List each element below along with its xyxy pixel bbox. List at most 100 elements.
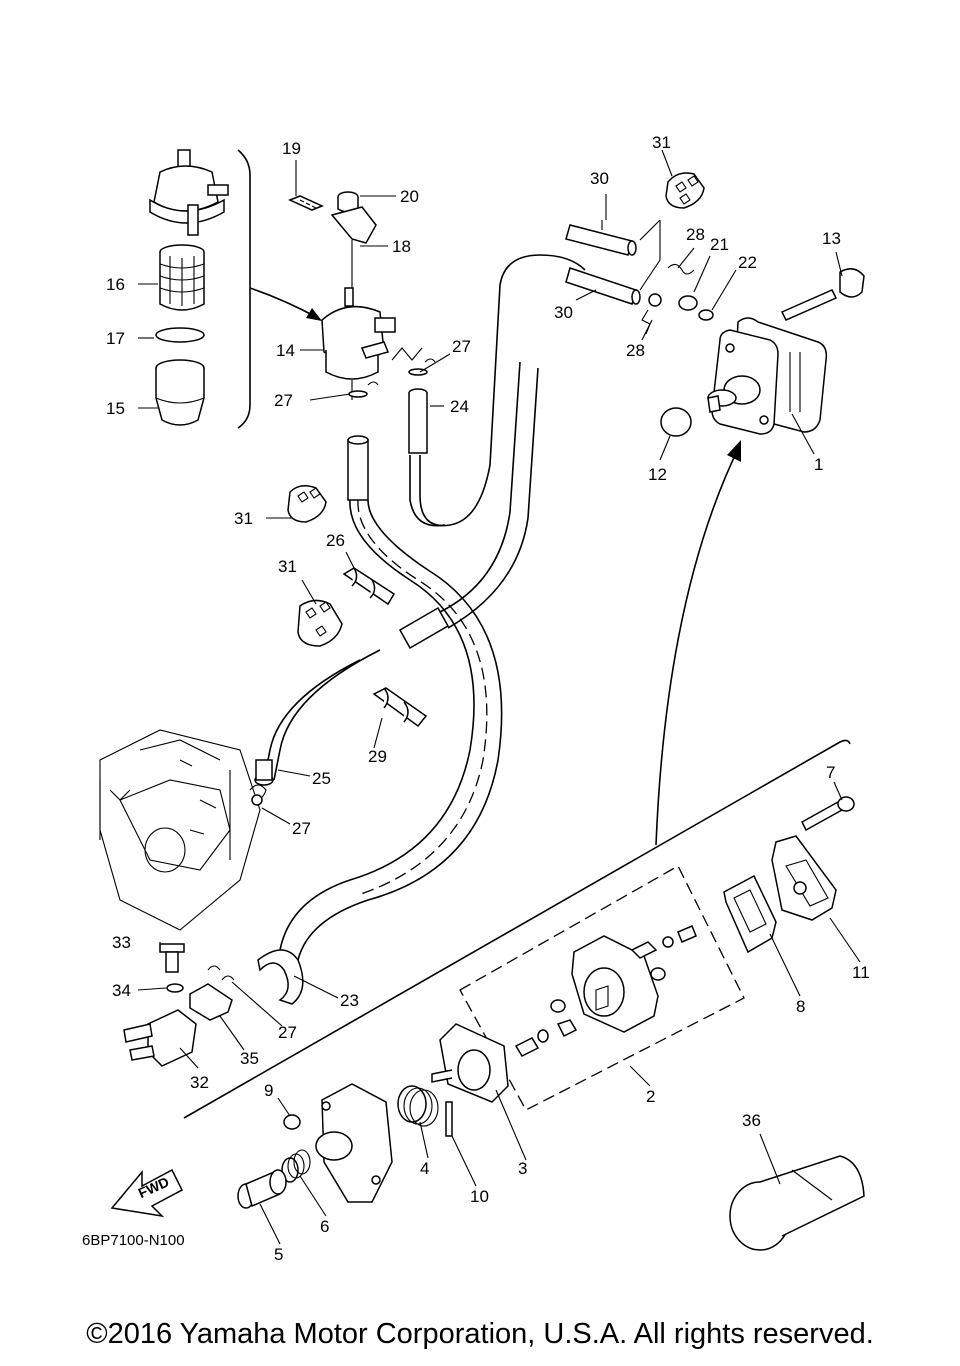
o-ring-17 — [155, 327, 205, 343]
inset-arrow — [249, 287, 319, 319]
clamp-29 — [372, 687, 428, 728]
pin-10 — [445, 1101, 453, 1137]
diagram-code: 6BP7100-N100 — [82, 1232, 185, 1249]
hose-dash-1 — [357, 499, 488, 896]
connector-31-mid — [287, 485, 327, 523]
callout-31b: 31 — [234, 509, 253, 528]
strainer-16 — [159, 244, 205, 311]
callout-10: 10 — [470, 1187, 489, 1206]
callout-18: 18 — [392, 237, 411, 256]
hose-long-return — [419, 254, 586, 527]
callout-27d: 27 — [278, 1023, 297, 1042]
spring-4 — [397, 1085, 439, 1127]
inset-arrowhead — [306, 308, 322, 321]
callout-25: 25 — [312, 769, 331, 788]
hose-23 — [257, 949, 304, 1005]
clip-28-lower — [641, 309, 651, 335]
copyright-notice: ©2016 Yamaha Motor Corporation, U.S.A. A… — [86, 1318, 874, 1350]
pump-fittings — [514, 925, 697, 1057]
callout-31c: 31 — [278, 557, 297, 576]
callout-32: 32 — [190, 1073, 209, 1092]
hose-25-tip — [255, 759, 273, 781]
callout-15: 15 — [106, 399, 125, 418]
callout-19: 19 — [282, 139, 301, 158]
spring-6 — [281, 1149, 311, 1183]
callout-2: 2 — [646, 1087, 655, 1106]
callout-4: 4 — [420, 1159, 429, 1178]
inset-bracket — [237, 149, 251, 429]
lower-separator — [183, 739, 851, 1119]
callout-9: 9 — [264, 1081, 273, 1100]
clip-27-lower — [207, 965, 235, 981]
clip-27-carb-ring — [251, 794, 263, 806]
callout-24: 24 — [450, 397, 469, 416]
callout-28b: 28 — [626, 341, 645, 360]
callout-3: 3 — [518, 1159, 527, 1178]
callout-6: 6 — [320, 1217, 329, 1236]
pump-body-2 — [571, 935, 659, 1033]
nut-9 — [283, 1114, 301, 1130]
washer-22 — [698, 309, 714, 321]
hose-joint — [398, 606, 450, 650]
screw-33 — [159, 943, 185, 973]
callout-17: 17 — [106, 329, 125, 348]
hose-24 — [408, 388, 428, 454]
callout-27a: 27 — [452, 337, 471, 356]
fuel-pump-1 — [707, 317, 828, 435]
callout-21: 21 — [710, 235, 729, 254]
callout-7: 7 — [826, 763, 835, 782]
callout-16: 16 — [106, 275, 125, 294]
clip-28-upper — [667, 263, 695, 275]
bolt-13 — [780, 268, 865, 321]
callout-1: 1 — [814, 455, 823, 474]
clip-27a — [391, 347, 436, 363]
callout-20: 20 — [400, 187, 419, 206]
callout-36: 36 — [742, 1111, 761, 1130]
callout-11: 11 — [852, 963, 870, 982]
callout-33: 33 — [112, 933, 131, 952]
hose-long-return-2 — [409, 455, 446, 527]
leader-lines — [137, 149, 861, 1245]
callout-27c: 27 — [292, 819, 311, 838]
pump-link-arrow — [655, 444, 741, 846]
hose-main-run-2 — [297, 499, 503, 961]
washer-34 — [166, 983, 184, 993]
filter-cup-15 — [155, 359, 205, 426]
callout-29: 29 — [368, 747, 387, 766]
hose-main — [347, 439, 369, 501]
pump-cap — [315, 1083, 393, 1203]
clip-27b-ring — [348, 390, 368, 398]
fuel-filter-14 — [288, 191, 396, 380]
clip-35 — [189, 983, 233, 1021]
hose-25 — [263, 649, 381, 781]
collar-21 — [678, 295, 698, 311]
callout-30a: 30 — [590, 169, 609, 188]
clip-27b — [367, 381, 379, 386]
joint-32 — [123, 1009, 197, 1067]
callout-8: 8 — [796, 997, 805, 1016]
callout-5: 5 — [274, 1245, 283, 1264]
pump-link-arrowhead — [727, 440, 741, 462]
o-ring-12 — [660, 407, 692, 437]
hose-upper-to-pump — [439, 361, 539, 629]
hose-main-run — [279, 499, 475, 951]
callout-35: 35 — [240, 1049, 259, 1068]
callout-12: 12 — [648, 465, 667, 484]
plunger-5 — [237, 1169, 287, 1209]
callout-14: 14 — [276, 341, 295, 360]
callout-22: 22 — [738, 253, 757, 272]
carburetor-outline — [99, 729, 261, 931]
callout-27b: 27 — [274, 391, 293, 410]
connector-31-top — [665, 172, 705, 209]
hose-main-top — [347, 435, 369, 445]
cover-11 — [771, 835, 837, 921]
callout-23: 23 — [340, 991, 359, 1010]
callout-26: 26 — [326, 531, 345, 550]
filter-assembly-inset — [149, 149, 229, 426]
callout-labels: 1 2 3 4 5 6 7 8 9 10 11 12 13 14 15 16 1… — [106, 133, 870, 1264]
fwd-arrow: FWD — [110, 1168, 183, 1218]
connector-31-low — [297, 599, 343, 647]
callout-13: 13 — [822, 229, 841, 248]
washer-28 — [648, 293, 662, 307]
